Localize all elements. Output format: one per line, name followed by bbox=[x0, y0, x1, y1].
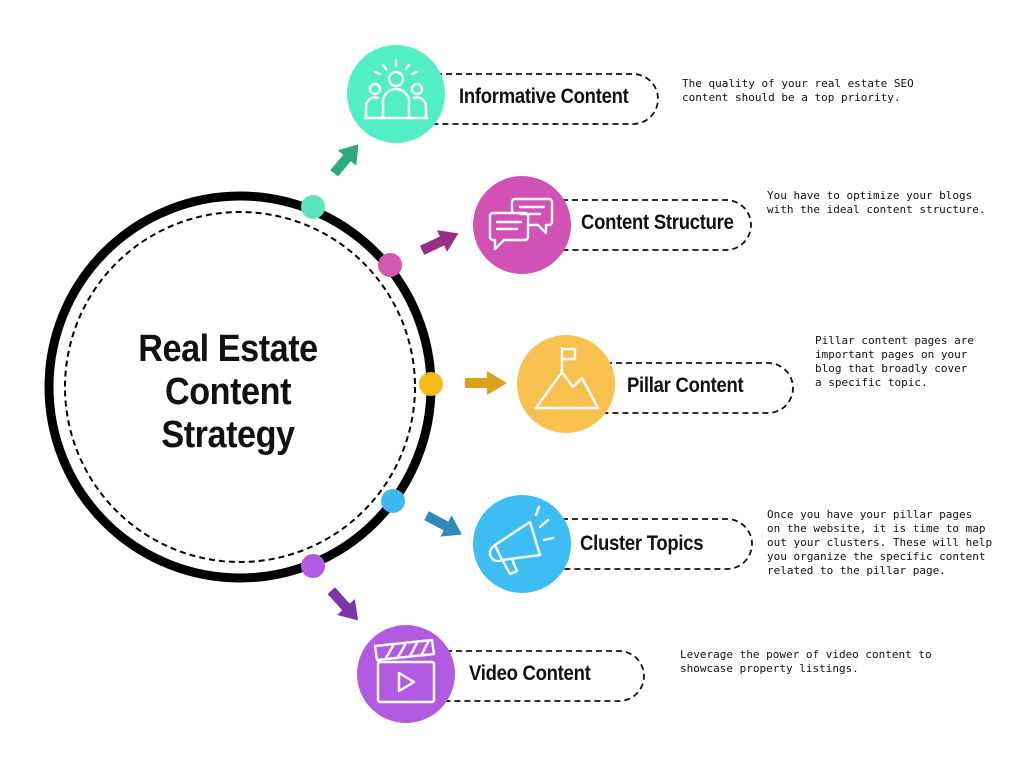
dot-pillar bbox=[419, 372, 443, 396]
people-icon bbox=[363, 58, 429, 120]
pill-outline-cluster bbox=[522, 518, 753, 570]
arrow-informative bbox=[330, 144, 359, 177]
center-title-line: Real Estate bbox=[138, 328, 318, 370]
description-video-content: Leverage the power of video content to s… bbox=[680, 648, 932, 675]
center-title-line: Strategy bbox=[161, 414, 295, 456]
description-informative-content: The quality of your real estate SEO cont… bbox=[682, 77, 914, 104]
center-title: Real Estate Content Strategy bbox=[106, 328, 351, 457]
icon-circle-video bbox=[357, 625, 455, 723]
dot-informative bbox=[301, 195, 325, 219]
icon-circle-cluster bbox=[473, 495, 571, 593]
description-pillar-content: Pillar content pages are important pages… bbox=[815, 334, 974, 389]
center-title-line: Content bbox=[164, 371, 292, 413]
clapperboard-play-icon bbox=[373, 638, 436, 704]
label-informative-content: Informative Content bbox=[459, 85, 629, 108]
megaphone-icon bbox=[488, 505, 555, 576]
arrow-structure bbox=[419, 230, 459, 255]
pill-outline-pillar bbox=[566, 362, 794, 414]
chat-bubbles-icon bbox=[488, 197, 554, 251]
description-cluster-topics: Once you have your pillar pages on the w… bbox=[767, 508, 993, 577]
pill-outline-video bbox=[406, 650, 645, 702]
description-content-structure: You have to optimize your blogs with the… bbox=[767, 189, 986, 216]
label-video-content: Video Content bbox=[469, 662, 591, 685]
label-cluster-topics: Cluster Topics bbox=[580, 532, 704, 555]
label-content-structure: Content Structure bbox=[581, 211, 734, 234]
inner-dashed-ring bbox=[64, 211, 416, 563]
arrow-pillar bbox=[465, 371, 507, 395]
pill-outline-structure bbox=[522, 199, 752, 251]
arrow-cluster bbox=[424, 511, 462, 537]
mountain-flag-icon bbox=[534, 346, 600, 410]
pill-outline-informative bbox=[396, 73, 659, 125]
dot-structure bbox=[378, 253, 402, 277]
label-pillar-content: Pillar Content bbox=[627, 374, 744, 397]
dot-video bbox=[301, 554, 325, 578]
dot-cluster bbox=[381, 489, 405, 513]
arrow-video bbox=[327, 587, 359, 621]
